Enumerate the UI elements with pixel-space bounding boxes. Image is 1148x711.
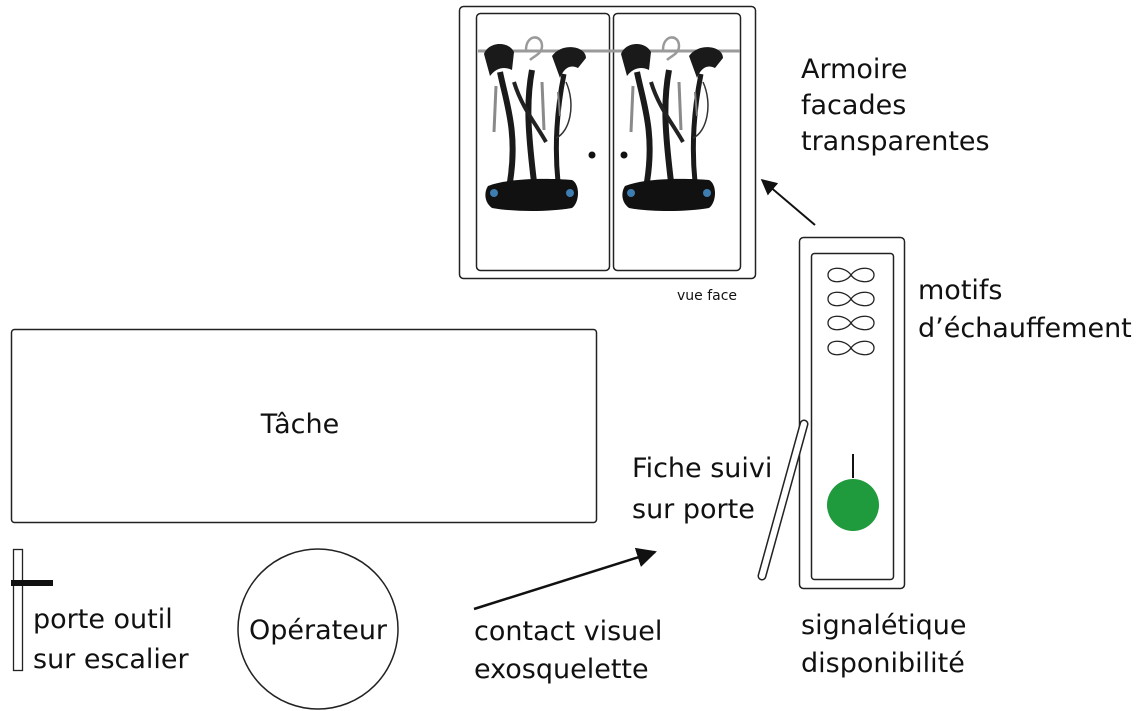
cabinet — [458, 5, 757, 280]
arrow-icon — [760, 178, 816, 226]
status-light-icon — [827, 479, 879, 531]
signal-panel — [798, 236, 906, 590]
tool-holder-label-line1: porte outil — [33, 604, 173, 635]
door-card — [757, 419, 809, 581]
fiche-label-line2: sur porte — [632, 494, 755, 525]
operator-label: Opérateur — [249, 615, 388, 646]
door-knob-right — [620, 151, 628, 159]
tool-holder-label-line2: sur escalier — [33, 644, 190, 675]
armoire-label-line3: transparentes — [801, 126, 990, 157]
task-label: Tâche — [260, 409, 339, 440]
door-knob-left — [588, 151, 596, 159]
motifs-label-line1: motifs — [918, 275, 1002, 306]
vue-face-label: vue face — [677, 288, 737, 304]
armoire-label-line1: Armoire — [801, 54, 908, 85]
fiche-label-line1: Fiche suivi — [632, 453, 772, 484]
signaletique-label-line2: disponibilité — [801, 648, 965, 679]
contact-label-line2: exosquelette — [474, 654, 649, 685]
operator — [237, 548, 399, 710]
tool-holder — [11, 548, 53, 672]
signaletique-label-line1: signalétique — [801, 610, 966, 641]
motifs-label-line2: d’échauffement — [918, 313, 1132, 344]
armoire-label-line2: facades — [801, 90, 906, 121]
contact-label-line1: contact visuel — [474, 616, 662, 647]
task-area — [10, 328, 598, 524]
arrow-icon — [473, 547, 657, 611]
